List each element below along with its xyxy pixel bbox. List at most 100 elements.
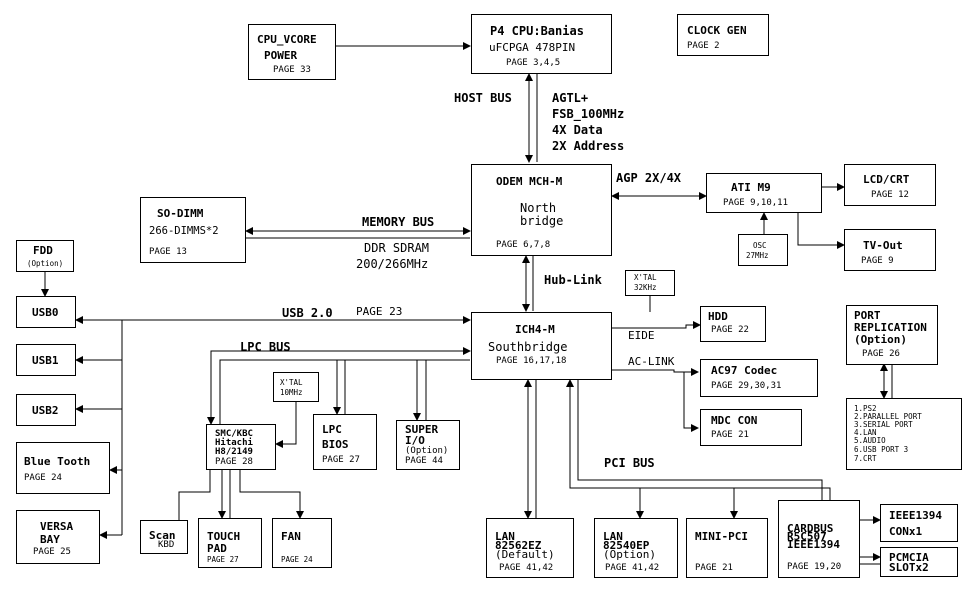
lpc-bus-line-b [219,359,470,424]
block-title: MINI-PCI [695,530,748,543]
block-page: PAGE 9 [861,256,894,266]
hdd-block: HDD PAGE 22 [700,306,766,342]
ac97-codec-block: AC97 Codec PAGE 29,30,31 [700,359,818,397]
block-option: (Default) [495,548,555,561]
port-list-item: 3.SERIAL PORT [854,420,913,429]
odem-mch-block: ODEM MCH-M North bridge PAGE 6,7,8 [471,164,612,256]
block-title: BIOS [322,438,349,451]
block-line: 32KHz [634,283,657,292]
block-title: SUPER [405,423,439,436]
port-list-item: 5.AUDIO [854,436,886,445]
mini-pci-block: MINI-PCI PAGE 21 [686,518,768,578]
block-page: PAGE 24 [281,555,313,564]
aclink-to-mdc-arrow [683,372,699,432]
block-page: PAGE 3,4,5 [506,58,561,68]
block-title: PAD [207,542,227,555]
block-title: MDC CON [711,414,758,427]
usb0-block: USB0 [16,296,76,328]
usb20-page-label: PAGE 23 [356,305,403,318]
block-page: PAGE 41,42 [605,563,660,573]
usb2-block: USB2 [16,394,76,426]
smc-to-fan-line [239,470,304,519]
usb20-label: USB 2.0 [282,306,333,320]
fan-block: FAN PAGE 24 [272,518,332,568]
block-title: ODEM MCH-M [496,175,563,188]
smc-to-scan-line [178,470,211,520]
xtal-10mhz-block: X'TAL 10MHz [273,372,319,402]
lan-82562ez-block: LAN 82562EZ (Default) PAGE 41,42 [486,518,574,578]
block-title: 82540EP [603,539,650,552]
bluetooth-block: Blue Tooth PAGE 24 [16,442,110,494]
block-line: X'TAL [280,378,303,387]
block-title: TV-Out [863,239,903,252]
block-title: H8/2149 [215,447,253,457]
smc-kbc-block: SMC/KBC Hitachi H8/2149 PAGE 28 [206,424,276,470]
block-title: Blue Tooth [24,455,91,468]
lan-82540ep-block: LAN 82540EP (Option) PAGE 41,42 [594,518,678,578]
aclink-line [612,368,699,376]
host-bus-label: HOST BUS [454,91,512,105]
agtl-label: AGTL+ [552,91,589,105]
ati-m9-block: ATI M9 PAGE 9,10,11 [706,173,822,213]
block-option: (Option) [603,548,656,561]
block-title: 82562EZ [495,539,542,552]
block-page: PAGE 16,17,18 [496,356,567,366]
block-page: PAGE 27 [322,455,360,465]
block-title: R5C507 [787,530,827,543]
block-page: PAGE 28 [215,457,253,467]
mdc-con-block: MDC CON PAGE 21 [700,409,802,446]
block-subtitle: 266-DIMMS*2 [149,225,219,237]
block-page: PAGE 12 [871,190,909,200]
block-option: (Option) [405,446,449,456]
lpc-bus-line-a [207,347,471,425]
hub-link-label: Hub-Link [544,273,602,287]
block-page: PAGE 25 [33,547,71,557]
super-io-block: SUPER I/O (Option) PAGE 44 [396,420,460,470]
block-title: USB0 [32,306,59,319]
block-title: USB2 [32,404,59,417]
block-page: PAGE 44 [405,456,443,466]
block-title: SMC/KBC [215,429,253,439]
block-page: PAGE 41,42 [499,563,554,573]
block-title: CONx1 [889,525,923,538]
block-title: PCMCIA [889,551,929,564]
block-title: PORT [854,309,881,322]
block-title: LAN [495,530,515,543]
block-line: 10MHz [280,388,303,397]
block-subtitle: Southbridge [488,340,568,354]
block-title: CARDBUS [787,522,834,535]
eide-label: EIDE [628,329,655,342]
block-title: FAN [281,530,301,543]
address-width-label: 2X Address [552,139,625,153]
block-page: PAGE 33 [273,65,311,75]
block-page: PAGE 22 [711,325,749,335]
block-title: SLOTx2 [889,561,929,574]
block-title: LPC [322,423,342,436]
pci-bus-line-b [577,380,823,500]
block-title: HDD [708,310,728,323]
pcmcia-slot-block: PCMCIA SLOTx2 [880,547,958,577]
data-width-label: 4X Data [552,123,603,137]
block-option: (Option) [27,259,64,268]
port-replication-block: PORT REPLICATION (Option) PAGE 26 [846,305,938,365]
block-title: IEEE1394 [889,509,942,522]
cardbus-block: CARDBUS R5C507 IEEE1394 PAGE 19,20 [778,500,860,578]
block-title: KBD [158,540,175,550]
ati-to-tvout-arrow [797,212,845,249]
block-page: PAGE 2 [687,41,720,51]
block-title: ATI M9 [731,181,771,194]
block-subtitle: uFCPGA 478PIN [489,41,576,54]
block-title: AC97 Codec [711,364,778,377]
tv-out-block: TV-Out PAGE 9 [844,229,936,271]
port-list-block: 1.PS2 2.PARALLEL PORT 3.SERIAL PORT 4.LA… [846,398,962,470]
block-page: PAGE 21 [711,430,749,440]
port-list-item: 1.PS2 [854,404,877,413]
block-title: I/O [405,434,425,447]
block-page: PAGE 19,20 [787,562,842,572]
block-title: CPU_VCORE [257,33,317,46]
cpu-vcore-power-block: CPU_VCORE POWER PAGE 33 [248,24,336,80]
block-page: PAGE 26 [862,349,900,359]
block-page: PAGE 27 [207,555,239,564]
block-title: SO-DIMM [157,207,204,220]
